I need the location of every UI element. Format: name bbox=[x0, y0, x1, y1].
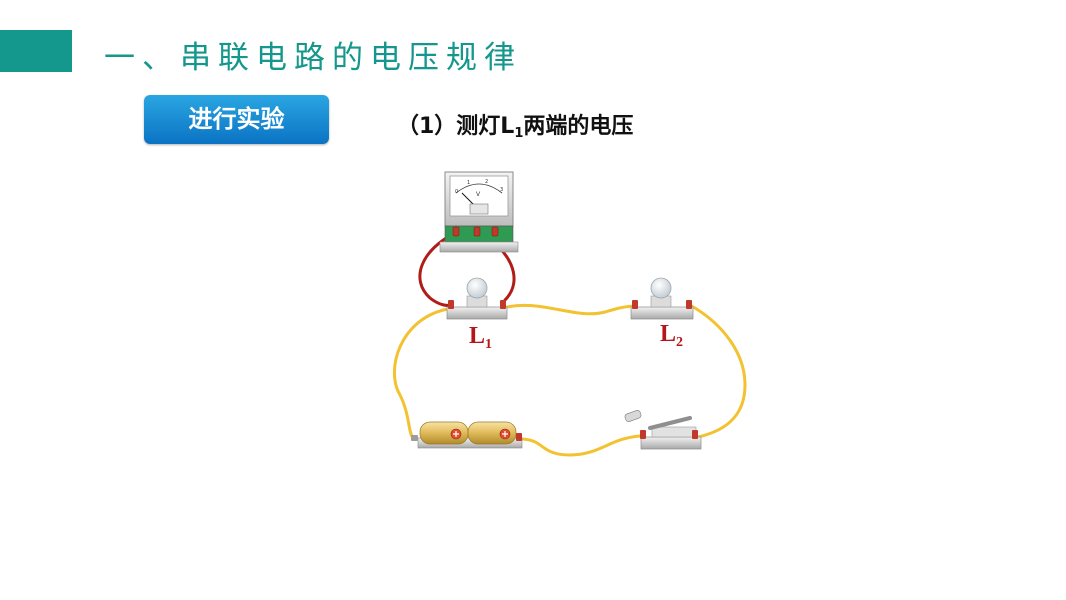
step-title-subscript: 1 bbox=[514, 126, 524, 141]
scale-tick-2: 2 bbox=[485, 179, 488, 185]
lamp-l1-sub: 1 bbox=[485, 337, 493, 352]
lamp-l2-label: L2 bbox=[660, 320, 683, 357]
voltmeter-scale: 0 1 2 3 V bbox=[455, 179, 503, 198]
battery-pack bbox=[411, 421, 523, 449]
wire-l2-to-switch bbox=[688, 303, 747, 439]
lamp-l1-label: L1 bbox=[469, 322, 492, 359]
circuit-wires bbox=[392, 303, 747, 457]
wire-l1-to-battery bbox=[392, 307, 450, 440]
title-accent-bar bbox=[0, 30, 72, 72]
step-title: （1）测灯L1两端的电压 bbox=[397, 112, 633, 149]
knife-switch bbox=[624, 410, 702, 450]
wire-l1-to-l2 bbox=[501, 303, 638, 316]
lamp-l2-sub: 2 bbox=[676, 335, 684, 350]
voltmeter-terminals bbox=[452, 226, 499, 237]
step-title-prefix: （1）测灯L bbox=[397, 114, 515, 139]
lamp-l2 bbox=[630, 277, 694, 320]
lead-left bbox=[418, 230, 459, 307]
lamp-l2-letter: L bbox=[660, 321, 677, 347]
step-title-suffix: 两端的电压 bbox=[523, 114, 634, 139]
scale-tick-0: 0 bbox=[455, 189, 458, 195]
scale-tick-1: 1 bbox=[467, 180, 470, 186]
experiment-badge[interactable]: 进行实验 bbox=[144, 95, 329, 144]
lamp-l1-letter: L bbox=[469, 323, 486, 349]
scale-tick-3: 3 bbox=[500, 187, 503, 193]
voltmeter-unit: V bbox=[476, 191, 481, 198]
page-title: 一、串联电路的电压规律 bbox=[104, 40, 522, 76]
lamp-l1 bbox=[446, 277, 508, 320]
wire-battery-to-switch bbox=[520, 434, 642, 457]
voltmeter: 0 1 2 3 V bbox=[439, 171, 519, 253]
